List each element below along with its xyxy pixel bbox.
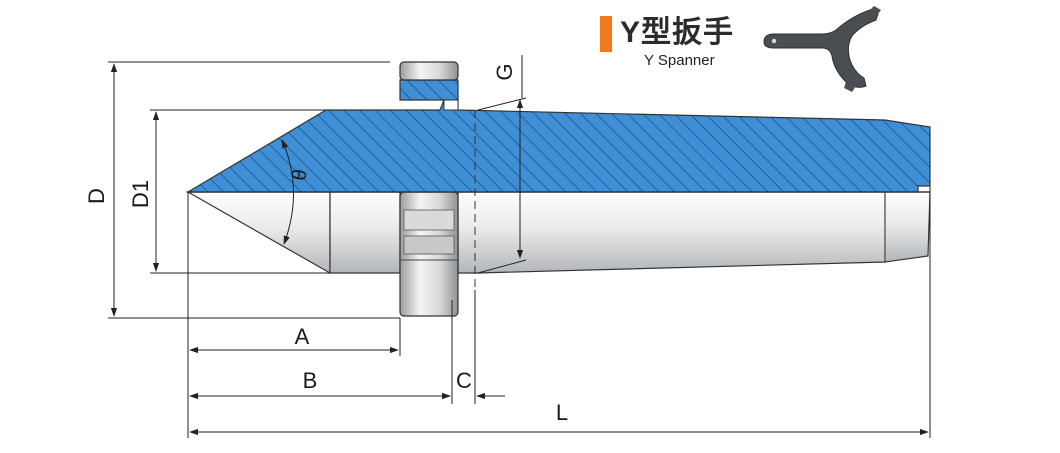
dim-label-theta: θ [288,168,312,183]
dim-label-d1: D1 [128,180,153,208]
dim-label-c: C [456,368,472,393]
dimension-lines [110,63,929,436]
legend-title: Y型扳手 [620,16,735,49]
legend-y-spanner: Y型扳手 Y Spanner [600,12,890,92]
dim-label-l: L [556,400,568,425]
body-section-hatched [185,61,931,193]
extension-lines [108,55,931,438]
spanner-icon [763,6,881,92]
dim-label-b: B [303,368,318,393]
legend-subtitle: Y Spanner [644,52,715,69]
body-lower-half [185,191,931,275]
dim-label-a: A [295,324,310,349]
dim-label-d: D [84,188,109,204]
dim-label-g: G [492,63,517,80]
locking-nut [399,191,459,317]
legend-accent-bar [600,16,612,52]
